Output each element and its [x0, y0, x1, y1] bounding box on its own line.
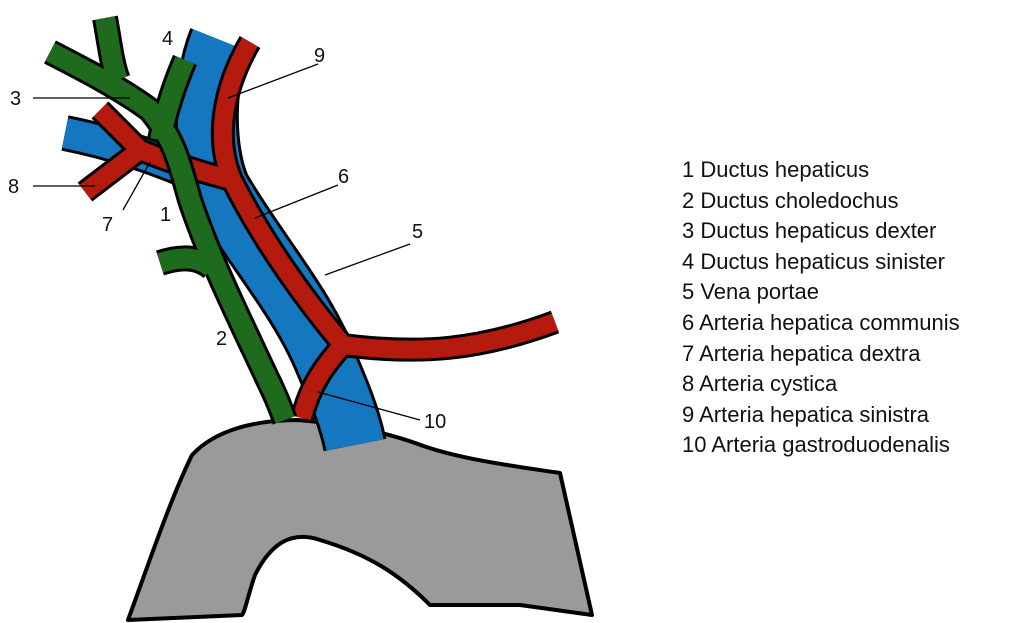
callout-8: 8 [8, 176, 19, 198]
legend-item-6: 6 Arteria hepatica communis [682, 308, 960, 339]
legend-item-7: 7 Arteria hepatica dextra [682, 339, 960, 370]
callout-10: 10 [424, 411, 446, 433]
callout-4: 4 [162, 28, 173, 50]
callout-2: 2 [216, 328, 227, 350]
callout-6: 6 [338, 166, 349, 188]
legend-item-10: 10 Arteria gastroduodenalis [682, 430, 960, 461]
callout-5: 5 [412, 221, 423, 243]
legend-item-9: 9 Arteria hepatica sinistra [682, 400, 960, 431]
callout-1: 1 [160, 204, 171, 226]
legend-item-2: 2 Ductus choledochus [682, 186, 960, 217]
legend-item-4: 4 Ductus hepaticus sinister [682, 247, 960, 278]
legend-list: 1 Ductus hepaticus 2 Ductus choledochus … [682, 155, 960, 461]
callout-7: 7 [102, 214, 113, 236]
legend-item-5: 5 Vena portae [682, 277, 960, 308]
duodenum-shape [128, 420, 592, 620]
legend-item-8: 8 Arteria cystica [682, 369, 960, 400]
callout-3: 3 [10, 88, 21, 110]
callout-9: 9 [314, 45, 325, 67]
legend-item-1: 1 Ductus hepaticus [682, 155, 960, 186]
legend-item-3: 3 Ductus hepaticus dexter [682, 216, 960, 247]
